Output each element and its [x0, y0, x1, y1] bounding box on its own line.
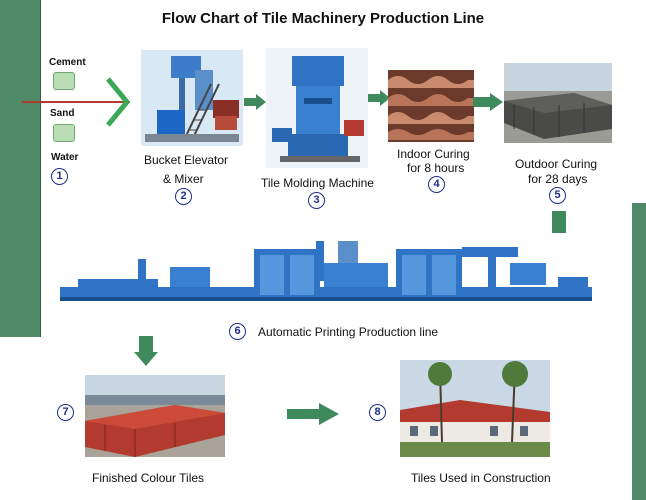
step-1-number: 1	[51, 168, 68, 185]
step-5-number: 5	[549, 187, 566, 204]
sand-label: Sand	[50, 108, 75, 119]
step-8-number: 8	[369, 404, 386, 421]
indoor-curing-image	[388, 70, 474, 142]
bucket-elevator-image	[141, 50, 243, 146]
flow-arrow-right-icon	[244, 94, 266, 110]
step-5-label-line2: for 28 days	[528, 172, 588, 186]
step-5-label-line1: Outdoor Curing	[515, 157, 598, 171]
finished-colour-tiles-image	[85, 375, 225, 457]
step-2-label-line1: Bucket Elevator	[144, 153, 229, 167]
step-2-number: 2	[175, 188, 192, 205]
sand-puzzle-piece-icon	[53, 124, 75, 142]
tiles-used-in-construction-image	[400, 360, 550, 457]
step-6-label: Automatic Printing Production line	[258, 325, 439, 339]
step-7-label: Finished Colour Tiles	[92, 471, 205, 485]
step-4-label-line1: Indoor Curing	[397, 147, 470, 161]
flow-arrow-right-icon	[368, 90, 390, 106]
step-8-label: Tiles Used in Construction	[411, 471, 551, 485]
cement-label: Cement	[49, 57, 86, 68]
cement-puzzle-piece-icon	[53, 72, 75, 90]
printing-production-line-image	[58, 233, 594, 315]
input-connector-line	[22, 101, 130, 103]
step-4-label-line2: for 8 hours	[407, 161, 465, 175]
step-3-label: Tile Molding Machine	[261, 176, 374, 190]
left-decorative-bar	[0, 0, 40, 337]
flow-arrow-right-icon	[473, 93, 503, 111]
step-3-number: 3	[308, 192, 325, 209]
flow-arrow-down-icon	[134, 336, 158, 366]
chevron-right-icon	[106, 77, 131, 127]
diagram-title: Flow Chart of Tile Machinery Production …	[161, 10, 485, 27]
step-2-label-line2: & Mixer	[163, 172, 204, 186]
step-7-number: 7	[57, 404, 74, 421]
left-bar-edge	[40, 0, 41, 337]
water-label: Water	[51, 152, 79, 163]
tile-molding-machine-image	[266, 48, 368, 168]
flow-arrow-right-icon	[287, 403, 339, 425]
outdoor-curing-image	[504, 63, 612, 143]
right-decorative-bar	[632, 203, 646, 500]
step-4-number: 4	[428, 176, 445, 193]
step-6-number: 6	[229, 323, 246, 340]
